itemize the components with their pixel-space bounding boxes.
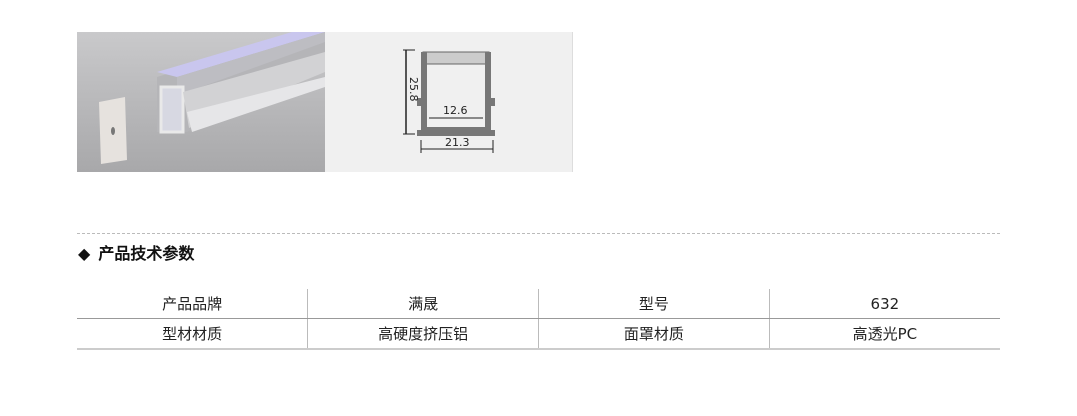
product-photo [77,32,325,172]
section-heading: ◆ 产品技术参数 [78,240,202,264]
value-cell: 满晟 [307,289,539,319]
table-row: 产品品牌 满晟 型号 632 [77,289,1000,319]
value-cell: 高硬度挤压铝 [307,318,539,350]
spec-table: 产品品牌 满晟 型号 632 型材材质 高硬度挤压铝 面罩材质 高透光PC [77,289,1000,350]
section-title: 产品技术参数 [98,244,195,263]
value-cell: 632 [768,289,1000,319]
label-cell: 型号 [538,289,770,319]
profile-drawing: 25.8 12.6 21.3 [325,32,573,172]
inner-width-dimension: 12.6 [443,104,468,117]
label-cell: 产品品牌 [77,289,308,319]
diamond-icon: ◆ [78,244,91,263]
divider [77,233,1000,234]
value-cell: 高透光PC [768,318,1000,350]
label-cell: 面罩材质 [538,318,770,350]
width-dimension: 21.3 [445,136,470,149]
table-row: 型材材质 高硬度挤压铝 面罩材质 高透光PC [77,318,1000,350]
height-dimension: 25.8 [407,77,420,102]
label-cell: 型材材质 [77,318,308,350]
